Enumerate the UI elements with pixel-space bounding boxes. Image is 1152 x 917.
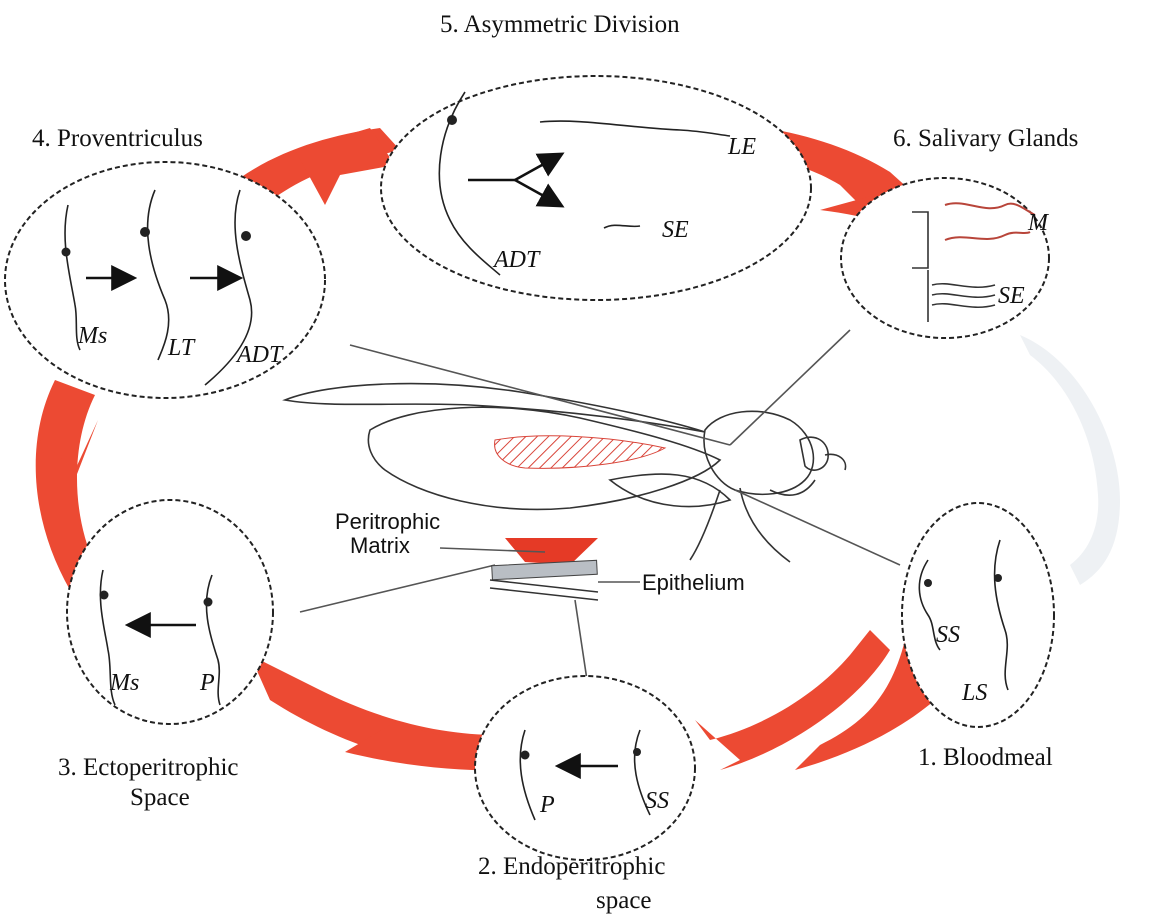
- label-ms-prov: Ms: [77, 323, 107, 349]
- label-lt-prov: LT: [167, 335, 196, 361]
- cell-ms-nucleus: [100, 591, 109, 600]
- fly-leg-3: [770, 480, 815, 495]
- peritrophic-matrix-band: [492, 560, 598, 579]
- label-le-asym: LE: [727, 134, 756, 160]
- label-ss-bloodmeal: SS: [936, 622, 960, 648]
- pointer-bloodmeal: [735, 490, 900, 565]
- oval-salivary-glands: M SE: [841, 178, 1050, 338]
- pointer-salivary: [730, 330, 850, 445]
- peritrophic-label: Peritrophic: [335, 509, 440, 534]
- epithelium-label: Epithelium: [642, 570, 745, 595]
- label-m-sal: M: [1027, 210, 1050, 236]
- oval-proventriculus: Ms LT ADT: [5, 162, 325, 398]
- pointer-proventriculus: [350, 345, 730, 445]
- oval-sal-border: [841, 178, 1049, 338]
- cell-adt-nucleus: [241, 231, 251, 241]
- oval-bloodmeal: SS LS: [902, 503, 1054, 727]
- label-ls-bloodmeal: LS: [961, 680, 987, 706]
- oval-asym-border: [381, 76, 811, 300]
- gut-wall-detail: Peritrophic Matrix Epithelium: [335, 509, 745, 600]
- label-adt-prov: ADT: [235, 342, 284, 368]
- stage-3-label-line2: Space: [130, 784, 190, 811]
- stage-6-label: 6. Salivary Glands: [893, 125, 1078, 152]
- cell-p-ecto-nucleus: [204, 598, 213, 607]
- midgut-hatched: [495, 436, 665, 468]
- label-se-asym: SE: [662, 217, 689, 243]
- cell-adt-asym-nucleus: [447, 115, 457, 125]
- cell-ss-endo-nucleus: [633, 748, 641, 756]
- cell-ms-prov-nucleus: [62, 248, 71, 257]
- label-adt-asym: ADT: [492, 247, 541, 273]
- cell-p-nucleus: [521, 751, 530, 760]
- fly-gut-loop: [610, 474, 730, 506]
- oval-ecto-border: [67, 500, 273, 724]
- arc-segment-bloodmeal-endo: [695, 630, 890, 770]
- oval-asymmetric-division: ADT LE SE: [381, 76, 811, 300]
- stage-4-label: 4. Proventriculus: [32, 125, 203, 152]
- cell-ls-nucleus: [994, 574, 1002, 582]
- matrix-label: Matrix: [350, 533, 410, 558]
- label-ss-endo: SS: [645, 788, 669, 814]
- oval-endoperitrophic: P SS: [475, 676, 695, 860]
- stage-2-label-line2: space: [596, 887, 652, 914]
- fly-leg-1: [740, 488, 790, 562]
- cell-lt-nucleus: [140, 227, 150, 237]
- label-p-ecto: P: [199, 670, 215, 696]
- fly-leg-2: [690, 490, 720, 560]
- fly-thorax: [704, 411, 813, 494]
- stage-2-label-line1: 2. Endoperitrophic: [478, 853, 665, 880]
- stage-1-label: 1. Bloodmeal: [918, 744, 1053, 771]
- label-se-sal: SE: [998, 283, 1025, 309]
- label-p-endo: P: [539, 792, 555, 818]
- pointer-ecto: [300, 565, 495, 612]
- stage-5-label: 5. Asymmetric Division: [440, 11, 680, 38]
- label-ms-ecto: Ms: [109, 670, 139, 696]
- oval-endo-border: [475, 676, 695, 860]
- stage-3-label-line1: 3. Ectoperitrophic: [58, 754, 239, 781]
- epithelium-band: [490, 580, 598, 600]
- oval-ectoperitrophic: Ms P: [67, 500, 273, 724]
- fly-head: [800, 437, 828, 470]
- cell-ss-nucleus: [924, 579, 932, 587]
